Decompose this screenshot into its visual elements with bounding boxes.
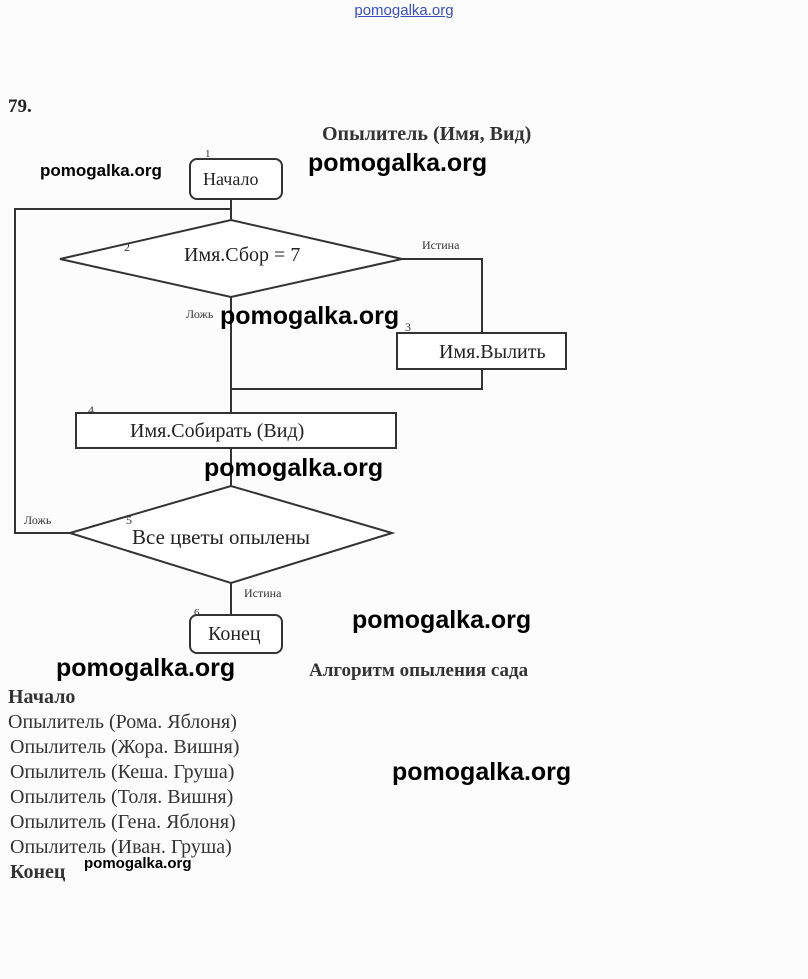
algorithm-title: Алгоритм опыления сада [309,660,529,681]
start-label: Начало [203,169,259,189]
watermark: pomogalka.org [84,855,192,872]
process-4-number: 4 [88,403,94,417]
decision-5-diamond [66,484,396,585]
watermark: pomogalka.org [204,454,384,482]
algorithm-line-end: Конец [10,861,66,883]
process-3-label: Имя.Вылить [439,341,546,363]
end-terminator [189,614,283,654]
algorithm-line-1: Опылитель (Рома. Яблоня) [8,711,237,733]
watermark: pomogalka.org [392,758,572,786]
algorithm-line-4: Опылитель (Толя. Вишня) [10,786,234,808]
flowchart-title: Опылитель (Имя, Вид) [322,123,532,145]
decision-5-false-label: Ложь [24,513,52,527]
watermark: pomogalka.org [308,149,488,177]
decision-1-number: 2 [124,240,130,254]
process-4-box [75,412,397,449]
watermark: pomogalka.org [220,302,400,330]
algorithm-line-6: Опылитель (Иван. Груша) [10,836,232,858]
algorithm-line-3: Опылитель (Кеша. Груша) [10,761,235,783]
end-label: Конец [208,623,261,645]
algorithm-line-5: Опылитель (Гена. Яблоня) [10,811,236,833]
decision-1-true-label: Истина [422,238,460,252]
start-terminator [189,158,283,200]
decision-5-number: 5 [126,513,132,527]
start-number: 1 [205,148,211,160]
process-3-box [396,332,567,370]
algorithm-line-2: Опылитель (Жора. Вишня) [10,736,240,758]
site-header-link[interactable]: pomogalka.org [354,2,454,19]
decision-5-label: Все цветы опылены [132,525,311,549]
process-4-label: Имя.Собирать (Вид) [130,420,305,442]
decision-1-false-label: Ложь [186,307,214,321]
process-3-number: 3 [405,320,411,334]
watermark: pomogalka.org [56,654,236,682]
watermark: pomogalka.org [352,606,532,634]
watermark: pomogalka.org [40,161,162,180]
end-number: 6 [194,607,200,619]
algorithm-line-begin: Начало [8,686,76,708]
problem-number: 79. [8,96,32,117]
decision-5-true-label: Истина [244,586,282,600]
decision-1-label: Имя.Сбор = 7 [184,244,301,266]
